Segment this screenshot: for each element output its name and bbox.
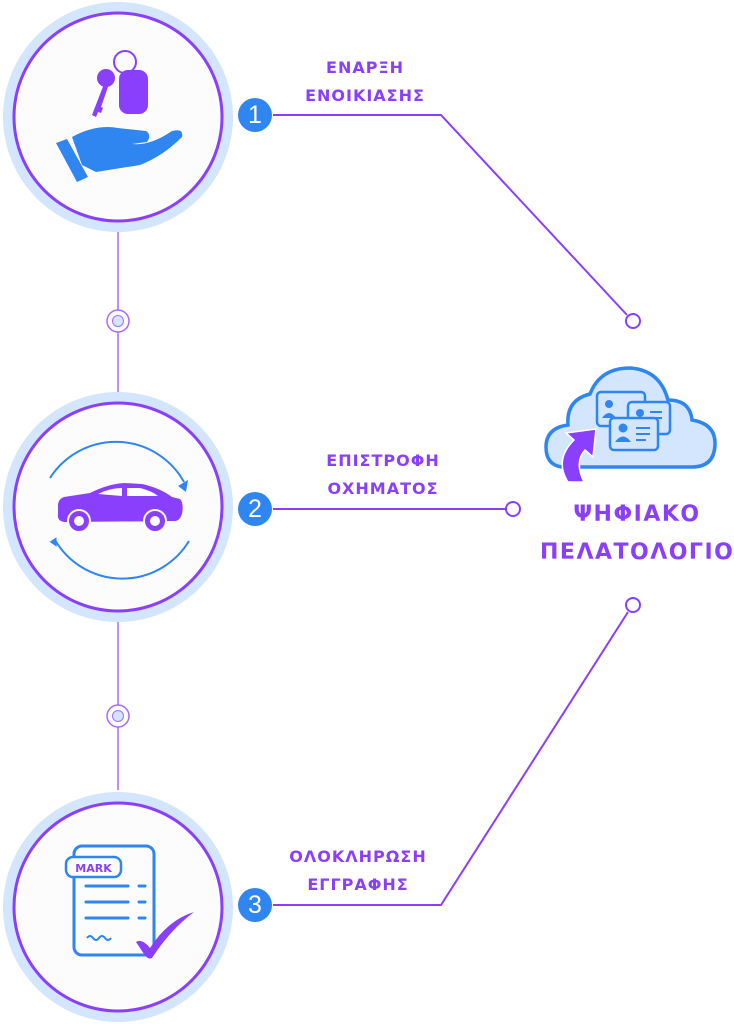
step-3-label: ΟΛΟΚΛΗΡΩΣΗ ΕΓΓΡΑΦΗΣ	[258, 843, 458, 899]
step-3-badge: 3	[238, 888, 272, 922]
mark-tag-text: MARK	[75, 862, 112, 875]
step-3-label-line2: ΕΓΓΡΑΦΗΣ	[307, 875, 409, 894]
step-1-label-line1: ΕΝΑΡΞΗ	[326, 58, 404, 77]
step-3-circle: MARK	[3, 792, 233, 1022]
step-2-circle	[3, 392, 233, 622]
step-1-circle	[3, 2, 233, 232]
vertical-connector-2-3	[106, 622, 130, 790]
step-1-badge: 1	[238, 98, 272, 132]
step-2-label: ΕΠΙΣΤΡΟΦΗ ΟΧΗΜΑΤΟΣ	[283, 447, 483, 503]
step-1-label: ΕΝΑΡΞΗ ΕΝΟΙΚΙΑΣΗΣ	[265, 54, 465, 110]
connector-step2-hub	[272, 501, 521, 517]
hub-title-line2: ΠΕΛΑΤΟΛΟΓΙΟ	[540, 540, 734, 565]
connector-step3-hub	[272, 597, 641, 906]
step-2-label-line2: ΟΧΗΜΑΤΟΣ	[327, 479, 439, 498]
step-3-label-line1: ΟΛΟΚΛΗΡΩΣΗ	[289, 847, 427, 866]
hand-with-keys-icon	[56, 50, 183, 182]
connector-step1-hub	[272, 114, 641, 329]
step-2-badge: 2	[238, 492, 272, 526]
cloud-customer-cards-icon	[544, 366, 717, 483]
vertical-connector-1-2	[106, 232, 130, 392]
step-1-label-line2: ΕΝΟΙΚΙΑΣΗΣ	[305, 86, 425, 105]
hub-title: ΨΗΦΙΑΚΟ ΠΕΛΑΤΟΛΟΓΙΟ	[540, 496, 734, 572]
car-return-icon	[49, 440, 190, 580]
document-check-icon: MARK	[64, 844, 194, 959]
hub-title-line1: ΨΗΦΙΑΚΟ	[573, 502, 701, 527]
step-2-label-line1: ΕΠΙΣΤΡΟΦΗ	[326, 451, 440, 470]
